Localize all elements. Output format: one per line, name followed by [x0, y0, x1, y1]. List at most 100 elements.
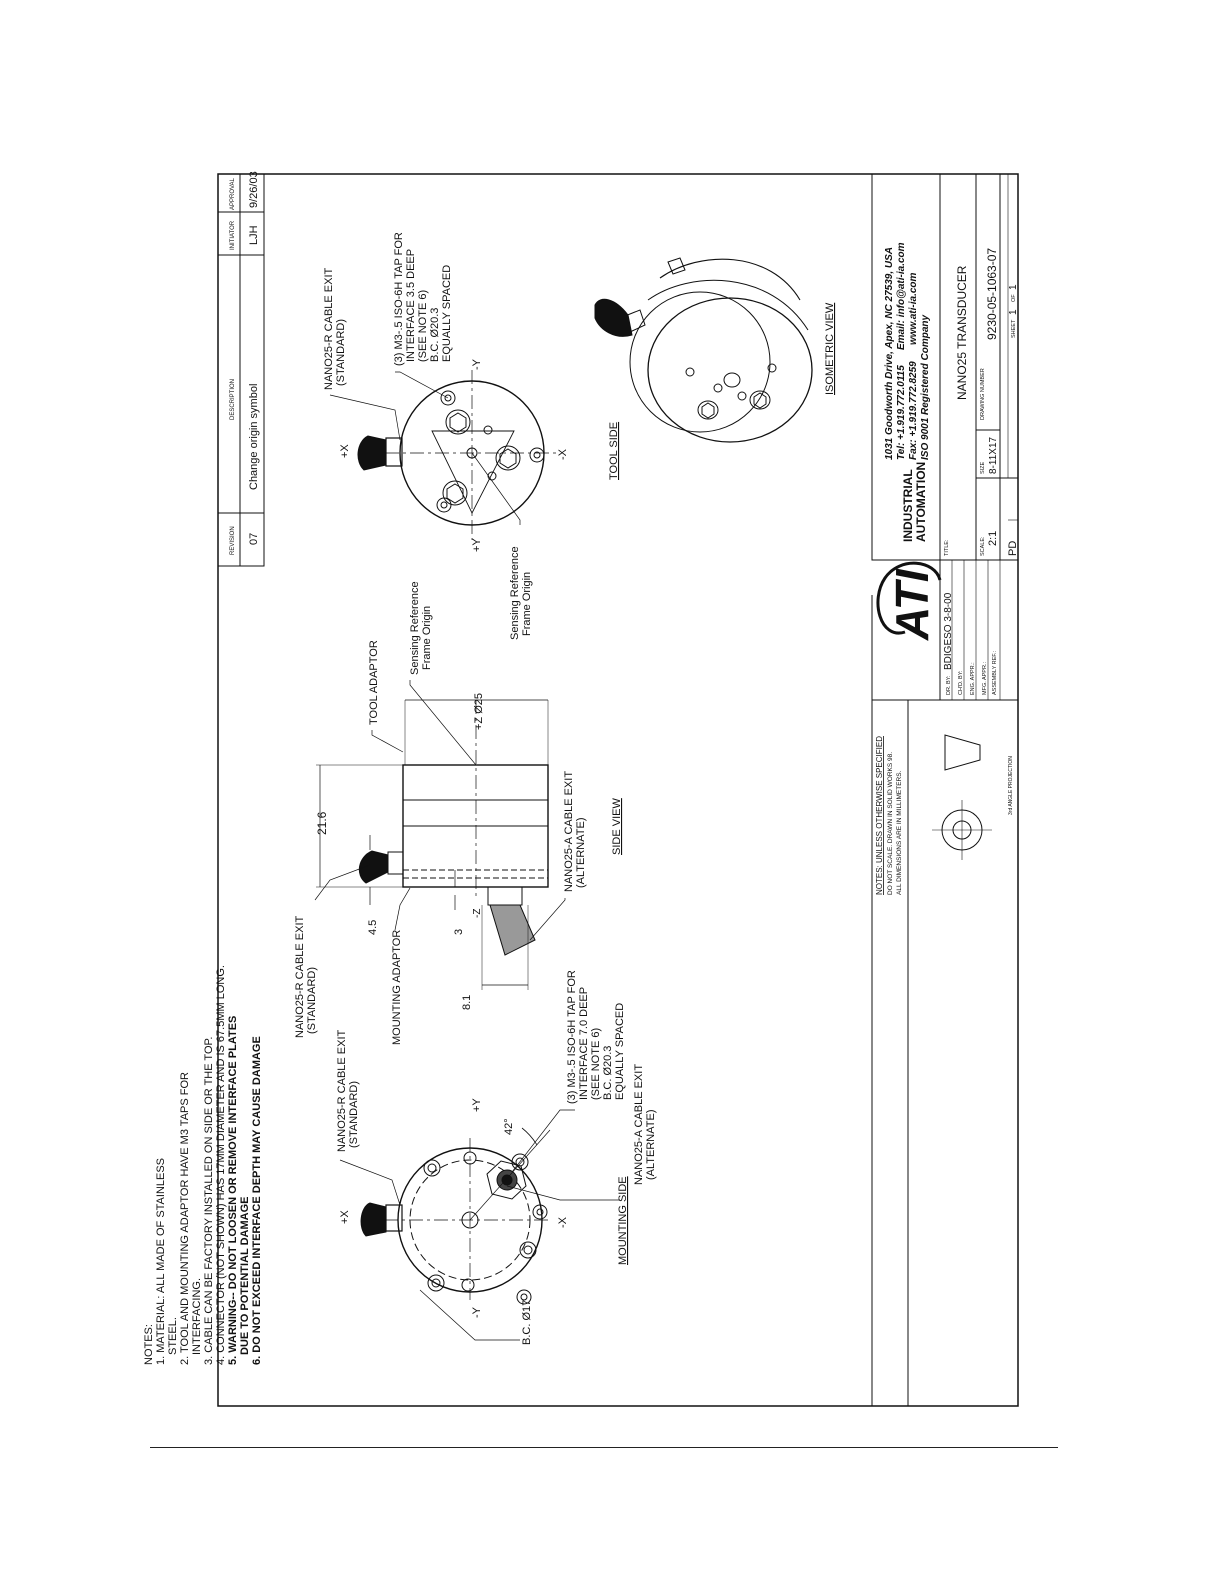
- side-cable-r-line2: (STANDARD): [306, 967, 318, 1034]
- side-cable-a-line2: (ALTERNATE): [575, 818, 587, 889]
- tool-cable-r-line1: NANO25-R CABLE EXIT: [323, 267, 335, 390]
- mount-axis-px: +X: [339, 1210, 351, 1224]
- company-fax: Fax: +1.919.772.8259: [908, 361, 919, 460]
- footer-rule: [150, 1447, 1058, 1448]
- rev-header-description: DESCRIPTION: [230, 379, 236, 420]
- note-4: 4. CONNECTOR (NOT SHOWN) HAS 17MM DIAMET…: [215, 965, 227, 1365]
- note-2: 2. TOOL AND MOUNTING ADAPTOR HAVE M3 TAP…: [179, 1072, 191, 1365]
- note-2-cont: INTERFACING.: [191, 1278, 203, 1355]
- mount-cable-r-line2: (STANDARD): [348, 1081, 360, 1148]
- company-address: 1031 Goodworth Drive, Apex, NC 27539, US…: [884, 247, 895, 460]
- note-5-warning: 5. WARNING-- DO NOT LOOSEN OR REMOVE INT…: [227, 1016, 239, 1365]
- mount-bc-label: B.C. Ø17: [521, 1300, 533, 1345]
- tool-tap-line1: (3) M3-.5 ISO-6H TAP FOR: [393, 232, 405, 366]
- side-origin-line2: Frame Origin: [421, 606, 433, 670]
- rev-header-approval: APPROVAL: [230, 177, 236, 210]
- company-iso: ISO 9001 Registered Company: [920, 315, 931, 460]
- side-origin-line1: Sensing Reference: [409, 581, 421, 675]
- company-web: www.ati-ia.com: [908, 272, 919, 345]
- mount-cable-a-line1: NANO25-A CABLE EXIT: [633, 1064, 645, 1185]
- tool-tap-line5: EQUALLY SPACED: [441, 265, 453, 362]
- tool-tap-line4: B.C. Ø20.3: [429, 308, 441, 362]
- mount-axis-nx: -X: [557, 1216, 569, 1228]
- signoff-assembly-ref: ASSEMBLY REF.:: [992, 650, 998, 695]
- company-name-line2: AUTOMATION: [914, 462, 928, 542]
- tool-axis-nx: -X: [557, 448, 569, 460]
- rev-approval: 9/26/03: [248, 171, 260, 208]
- mount-axis-py: +Y: [471, 1098, 483, 1112]
- drawing-number-label: DRAWING NUMBER: [980, 368, 986, 420]
- rev-header-revision: REVISION: [230, 526, 236, 555]
- note-1-cont: STEEL.: [167, 1317, 179, 1355]
- company-tel: Tel: +1.919.772.0115: [896, 365, 907, 460]
- note-6-warning: 6. DO NOT EXCEED INTERFACE DEPTH MAY CAU…: [251, 1036, 263, 1365]
- sheet-label: SHEET: [1011, 319, 1017, 338]
- mount-tap-line4: B.C. Ø20.3: [602, 1046, 614, 1100]
- side-dim-diameter: +Z Ø25: [473, 693, 485, 730]
- tool-side-view: +X -X +Y -Y NANO25-R CABLE EXIT (STANDAR…: [323, 232, 620, 640]
- mount-cable-a-line2: (ALTERNATE): [645, 1110, 657, 1181]
- side-minus-z: -Z: [472, 909, 483, 918]
- tool-origin-line2: Frame Origin: [521, 572, 533, 636]
- sheet-number: 1: [1008, 309, 1019, 315]
- tool-axis-py: +Y: [471, 538, 483, 552]
- side-dim-8-1: 8.1: [461, 995, 473, 1010]
- mount-tap-line3: (SEE NOTE 6): [590, 1028, 602, 1100]
- mount-axis-ny: -Y: [471, 1306, 483, 1318]
- rev-initiator: LJH: [248, 225, 260, 245]
- ati-logo: ATI INDUSTRIAL AUTOMATION: [876, 462, 942, 641]
- size-label: SIZE: [980, 461, 986, 474]
- general-notes-line1: DO NOT SCALE. DRAWN IN SOLID WORKS 98.: [887, 752, 894, 895]
- notes-title: NOTES:: [143, 1324, 155, 1365]
- general-notes-title: NOTES: UNLESS OTHERWISE SPECIFIED: [875, 736, 884, 895]
- side-dim-length: 21.6: [315, 811, 329, 835]
- revision-block: REVISION DESCRIPTION INITIATOR APPROVAL …: [217, 171, 265, 567]
- company-name-line1: INDUSTRIAL: [901, 469, 915, 542]
- side-cable-r-line1: NANO25-R CABLE EXIT: [294, 915, 306, 1038]
- isometric-caption: ISOMETRIC VIEW: [824, 302, 836, 395]
- mount-angle-label: 42°: [503, 1118, 515, 1135]
- drawn-by-value: BDIGESO 3-8-00: [943, 592, 954, 670]
- signoff-chd-by: CH'D. BY:: [958, 670, 964, 695]
- tool-tap-line3: (SEE NOTE 6): [417, 290, 429, 362]
- drawing-number: 9230-05-1063-07: [985, 248, 999, 340]
- title-label: TITLE:: [944, 539, 950, 556]
- tool-side-caption: TOOL SIDE: [608, 422, 620, 480]
- signoff-eng-appr: ENG. APPR.:: [970, 662, 976, 695]
- ati-logo-text: ATI: [886, 568, 938, 641]
- rev-header-initiator: INITIATOR: [230, 220, 236, 250]
- tool-origin-line1: Sensing Reference: [509, 546, 521, 640]
- note-5-warning-cont: DUE TO POTENTIAL DAMAGE: [239, 1197, 251, 1356]
- mount-cable-r-line1: NANO25-R CABLE EXIT: [336, 1029, 348, 1152]
- scale-value: 2:1: [987, 531, 999, 546]
- side-dim-4-5: 4.5: [367, 920, 379, 935]
- signoff-mfg-appr: MFG. APPR.:: [982, 662, 988, 695]
- isometric-view: ISOMETRIC VIEW: [594, 257, 836, 443]
- pd-label: PD: [1007, 541, 1019, 556]
- mount-tap-line2: INTERFACE 7.0 DEEP: [578, 987, 590, 1100]
- mounting-side-view: +X -X +Y -Y B.C. Ø17 42° NANO25-R CABLE …: [336, 970, 657, 1345]
- sheet-of-label: OF: [1011, 294, 1017, 302]
- tool-tap-line2: INTERFACE 3.5 DEEP: [405, 249, 417, 362]
- rev-description: Change origin symbol: [248, 384, 260, 490]
- mount-tap-line1: (3) M3-.5 ISO-6H TAP FOR: [566, 970, 578, 1104]
- signoff-dr-by: DR. BY:: [946, 675, 952, 695]
- side-tool-adaptor: TOOL ADAPTOR: [368, 640, 380, 725]
- mounting-side-caption: MOUNTING SIDE: [617, 1176, 629, 1265]
- side-view: 21.6 +Z Ø25 4.5 3 8.1 -Z TOOL ADAPTOR MO…: [294, 581, 623, 1045]
- side-view-caption: SIDE VIEW: [611, 798, 623, 855]
- projection-label: 3rd ANGLE PROJECTION: [1008, 756, 1014, 815]
- mount-tap-line5: EQUALLY SPACED: [614, 1003, 626, 1100]
- rev-number: 07: [248, 533, 260, 545]
- title-block: ATI INDUSTRIAL AUTOMATION NOTES: UNLESS …: [871, 173, 1019, 1407]
- tool-axis-ny: -Y: [471, 358, 483, 370]
- side-cable-a-line1: NANO25-A CABLE EXIT: [563, 771, 575, 892]
- sheet-total: 1: [1008, 284, 1019, 290]
- company-email: Email: info@ati-ia.com: [896, 242, 907, 350]
- side-mounting-adaptor: MOUNTING ADAPTOR: [391, 930, 403, 1045]
- general-notes-line2: ALL DIMENSIONS ARE IN MILLIMETERS.: [896, 770, 903, 895]
- tool-cable-r-line2: (STANDARD): [335, 319, 347, 386]
- note-3: 3. CABLE CAN BE FACTORY INSTALLED ON SID…: [203, 1037, 215, 1365]
